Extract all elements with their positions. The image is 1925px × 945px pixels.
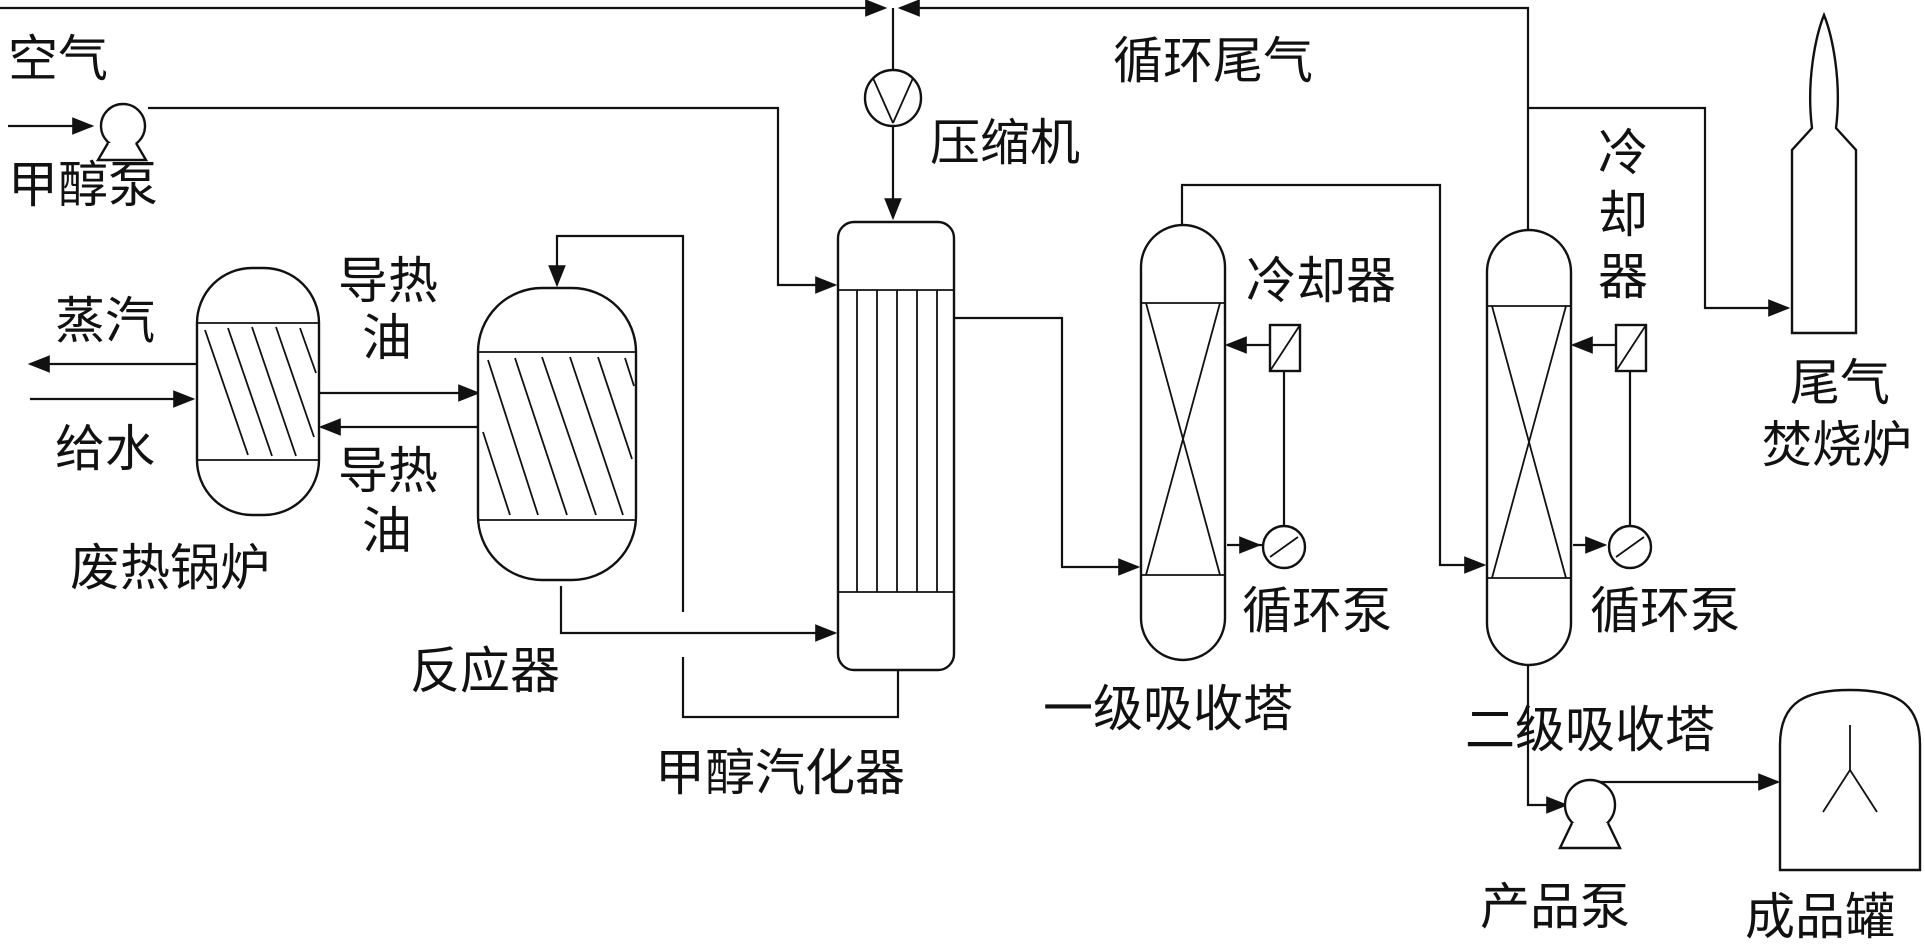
label-secondary-absorber: 二级吸收塔 — [1465, 701, 1715, 759]
label-heat-oil-top-1: 导热 — [338, 252, 438, 310]
product-tank — [1778, 688, 1922, 872]
label-incinerator-1: 尾气 — [1790, 354, 1890, 412]
label-heat-oil-bottom-1: 导热 — [338, 442, 438, 500]
methanol-pump — [95, 102, 149, 162]
primary-absorber — [1139, 223, 1227, 662]
absorber2-bottom-line — [1526, 665, 1569, 814]
label-cooler-2-line2: 却 — [1598, 186, 1648, 244]
reactor — [476, 286, 638, 582]
label-reactor: 反应器 — [410, 642, 560, 700]
waste-heat-boiler — [195, 266, 321, 517]
label-air: 空气 — [8, 30, 108, 88]
secondary-absorber — [1485, 228, 1573, 667]
label-circulation-pump-2: 循环泵 — [1590, 582, 1740, 640]
label-cooler-2-line1: 冷 — [1598, 124, 1648, 182]
methanol-vaporizer — [836, 220, 956, 672]
label-methanol-vaporizer: 甲醇汽化器 — [655, 744, 905, 802]
label-circulation-pump-1: 循环泵 — [1242, 582, 1392, 640]
label-product-pump: 产品泵 — [1480, 878, 1630, 936]
cooler-1 — [1268, 323, 1302, 373]
label-heat-oil-top-2: 油 — [362, 309, 412, 367]
label-waste-heat-boiler: 废热锅炉 — [70, 539, 270, 597]
recycle-tail-gas-line — [897, 0, 1530, 235]
label-heat-oil-bottom-2: 油 — [362, 502, 412, 560]
tail-gas-incinerator — [1790, 11, 1858, 335]
circulation-pump-2 — [1607, 524, 1653, 570]
label-cooler-1: 冷却器 — [1246, 252, 1396, 310]
label-methanol-pump: 甲醇泵 — [8, 156, 158, 214]
pipe-lines — [0, 0, 1791, 814]
label-product-tank: 成品罐 — [1745, 888, 1895, 945]
methanol-feed-line — [148, 106, 838, 294]
boiler-hatching — [204, 326, 317, 457]
label-recycle-tail-gas: 循环尾气 — [1113, 32, 1313, 90]
labels: 空气 甲醇泵 蒸汽 给水 废热锅炉 导热 油 导热 油 反应器 压缩机 循环尾气… — [8, 30, 1912, 945]
reactor-outlet-line — [559, 586, 838, 642]
vaporizer-bottom-loop — [681, 657, 900, 719]
cooler-2 — [1614, 323, 1648, 373]
label-steam: 蒸汽 — [55, 292, 155, 350]
product-pump — [1558, 778, 1622, 850]
tail-gas-to-incinerator-line — [1528, 106, 1791, 317]
reactor-feed-line — [548, 234, 685, 612]
reactor-hatching — [482, 356, 635, 516]
label-compressor: 压缩机 — [930, 114, 1080, 172]
circulation-pump-1 — [1261, 524, 1307, 570]
label-primary-absorber: 一级吸收塔 — [1043, 680, 1293, 738]
vaporizer-to-absorber1-line — [953, 316, 1141, 576]
label-feed-water: 给水 — [55, 420, 155, 478]
absorber1-to-absorber2-line — [1180, 183, 1487, 574]
label-cooler-2-line3: 器 — [1598, 248, 1648, 306]
compressor — [863, 68, 923, 128]
label-incinerator-2: 焚烧炉 — [1762, 416, 1912, 474]
